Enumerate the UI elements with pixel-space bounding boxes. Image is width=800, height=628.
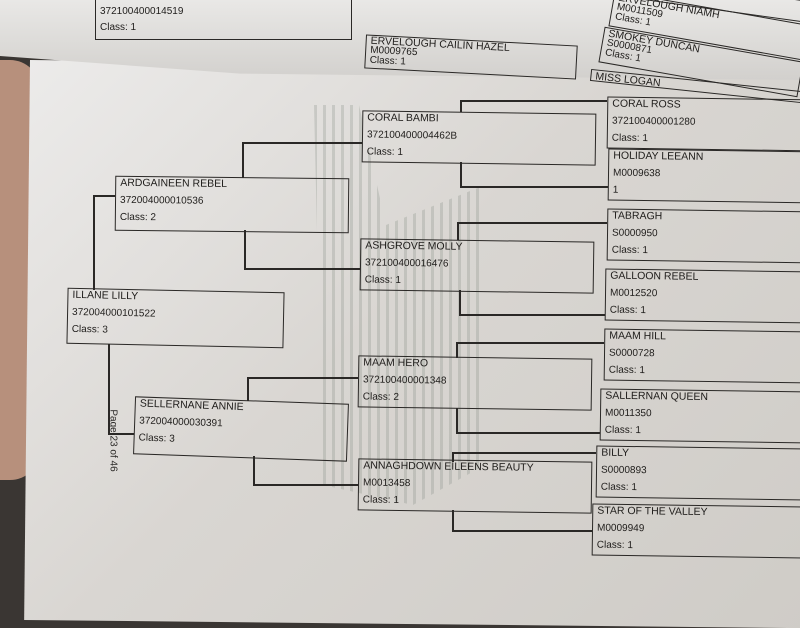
pedigree-registration: 372004000010536 bbox=[119, 194, 204, 207]
pedigree-registration: 372100400001280 bbox=[611, 115, 696, 128]
pedigree-class: Class: 1 bbox=[611, 244, 648, 257]
connector-line bbox=[457, 222, 607, 224]
connector-line bbox=[253, 484, 358, 486]
pedigree-class: Class: 1 bbox=[596, 539, 633, 552]
pedigree-registration: S0000728 bbox=[608, 347, 655, 360]
pedigree-registration: S0000950 bbox=[611, 227, 658, 240]
connector-line bbox=[460, 100, 607, 102]
pedigree-class: Class: 1 bbox=[608, 364, 645, 377]
pedigree-class: Class: 3 bbox=[138, 432, 175, 445]
pedigree-class: Class: 1 bbox=[609, 304, 646, 317]
connector-line bbox=[459, 314, 605, 316]
connector-line bbox=[253, 456, 255, 484]
pedigree-class: Class: 1 bbox=[604, 424, 641, 437]
connector-line bbox=[460, 186, 608, 188]
connector-line bbox=[247, 377, 358, 379]
pedigree-registration: 372004000030391 bbox=[139, 415, 223, 430]
connector-line bbox=[457, 222, 459, 240]
pedigree-name: GALLOON REBEL bbox=[610, 269, 699, 283]
pedigree-class: Class: 2 bbox=[119, 211, 157, 224]
connector-line bbox=[242, 142, 362, 144]
pedigree-registration: M0009949 bbox=[596, 522, 645, 535]
pedigree-name: MAAM HERO bbox=[363, 356, 429, 370]
pedigree-registration: M0013458 bbox=[362, 477, 411, 490]
pedigree-name: ILLANE LILLY bbox=[72, 288, 139, 303]
connector-line bbox=[452, 530, 592, 532]
connector-line bbox=[452, 510, 454, 530]
connector-line bbox=[93, 195, 95, 290]
pedigree-class: Class: 1 bbox=[362, 494, 399, 506]
pedigree-class: Class: 1 bbox=[600, 481, 637, 494]
pedigree-registration: 372100400004462B bbox=[366, 129, 458, 142]
connector-line bbox=[460, 162, 462, 186]
pedigree-class: Class: 1 bbox=[100, 22, 137, 33]
pedigree-registration: S0000893 bbox=[600, 464, 647, 477]
pedigree-name: SALLERNAN QUEEN bbox=[605, 389, 709, 404]
connector-line bbox=[242, 142, 244, 178]
grandparent-box: CORAL BAMBI 372100400004462B Class: 1 bbox=[361, 110, 597, 166]
pedigree-name: ASHGROVE MOLLY bbox=[365, 239, 463, 253]
pedigree-class: Class: 1 bbox=[366, 146, 403, 158]
pedigree-registration: 372100400001348 bbox=[362, 374, 447, 387]
great-grandparent-box: HOLIDAY LEEANN M0009638 1 bbox=[607, 148, 800, 204]
pedigree-name: ANNAGHDOWN EILEENS BEAUTY bbox=[363, 459, 534, 474]
connector-line bbox=[93, 195, 115, 197]
pedigree-registration: 372004000101522 bbox=[71, 306, 156, 320]
pedigree-name: CORAL ROSS bbox=[612, 97, 681, 111]
page-number: Page 23 of 46 bbox=[107, 409, 119, 472]
pedigree-name: MAAM HILL bbox=[609, 329, 666, 343]
connector-line bbox=[244, 268, 360, 270]
connector-line bbox=[460, 100, 462, 112]
pedigree-name: BILLY bbox=[601, 446, 630, 459]
pedigree-class: Class: 1 bbox=[364, 274, 401, 286]
pedigree-registration: 372100400014519 bbox=[100, 6, 184, 17]
pedigree-class: Class: 2 bbox=[362, 391, 399, 403]
pedigree-name: SELLERNANE ANNIE bbox=[139, 397, 244, 414]
pedigree-registration: 372100400016476 bbox=[364, 257, 449, 270]
connector-line bbox=[459, 290, 461, 314]
connector-line bbox=[452, 452, 454, 462]
connector-line bbox=[456, 342, 604, 344]
connector-line bbox=[247, 377, 249, 401]
pedigree-name: STAR OF THE VALLEY bbox=[597, 504, 708, 519]
pedigree-name: CORAL BAMBI bbox=[367, 111, 439, 125]
pedigree-registration: M0009638 bbox=[612, 167, 661, 180]
connector-line bbox=[244, 230, 246, 268]
pedigree-name: ARDGAINEEN REBEL bbox=[120, 176, 228, 190]
connector-line bbox=[108, 433, 134, 435]
pedigree-name: HOLIDAY LEEANN bbox=[613, 149, 704, 163]
connector-line bbox=[456, 408, 458, 432]
pedigree-class: Class: 1 bbox=[369, 54, 407, 68]
connector-line bbox=[108, 344, 110, 434]
pedigree-class: 1 bbox=[612, 184, 619, 196]
pedigree-class: Class: 3 bbox=[71, 323, 108, 336]
pedigree-registration: M0011350 bbox=[604, 407, 652, 420]
pedigree-name: TABRAGH bbox=[612, 209, 663, 223]
pedigree-registration: M0012520 bbox=[609, 287, 658, 300]
connector-line bbox=[456, 342, 458, 358]
pedigree-class: Class: 1 bbox=[611, 132, 648, 145]
connector-line bbox=[456, 432, 600, 434]
connector-line bbox=[452, 452, 596, 454]
